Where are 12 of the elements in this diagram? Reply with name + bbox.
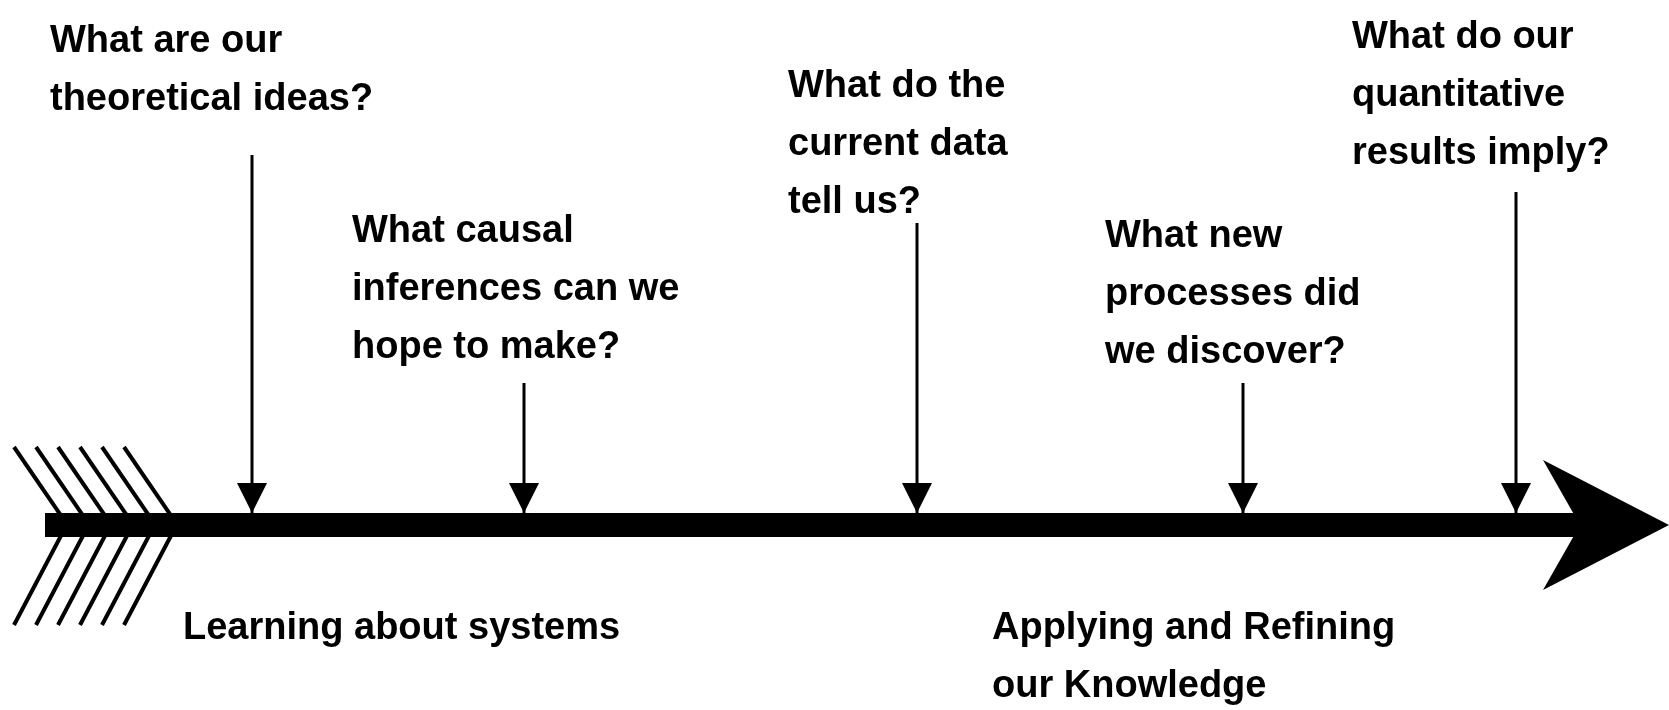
arrow: [237, 155, 267, 513]
phase-label: Learning about systems: [183, 604, 622, 649]
question-text: What do our quantitative results imply?: [1352, 6, 1667, 180]
arrow: [1501, 192, 1531, 513]
phase-label: Applying and Refining our Knowledge: [992, 604, 1397, 707]
question-text: What are our theoretical ideas?: [50, 10, 470, 126]
question-text: What new processes did we discover?: [1105, 205, 1395, 379]
arrow: [902, 223, 932, 513]
arrow: [509, 383, 539, 513]
question-text: What causal inferences can we hope to make?: [352, 200, 762, 374]
question-text: What do the current data tell us?: [788, 55, 1058, 229]
arrow: [1228, 383, 1258, 513]
